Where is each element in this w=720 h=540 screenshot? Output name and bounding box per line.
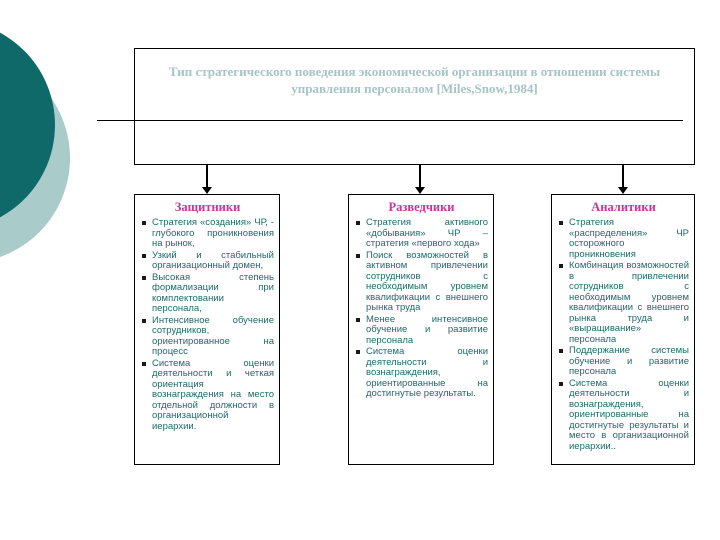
bullet-text: Система оценки деятельности и четкая ори… xyxy=(152,357,274,432)
list-item: Стратегия «распределения» ЧР осторожного… xyxy=(558,217,689,260)
down-arrow-icon xyxy=(415,165,425,194)
down-arrow-icon xyxy=(202,165,212,194)
down-arrow-icon xyxy=(618,165,628,194)
bullet-text: Система оценки деятельности и вознагражд… xyxy=(366,346,488,399)
list-item: Комбинация возможностей в привлечении со… xyxy=(558,260,689,345)
bullet-text: Поддержание системы обучение и развитие … xyxy=(569,345,689,377)
list-item: Система оценки деятельности и вознагражд… xyxy=(355,346,488,400)
bullet-list: Стратегия «создания» ЧР, - глубокого про… xyxy=(141,217,274,433)
bullet-list: Стратегия активного «добывания» ЧР – стр… xyxy=(355,217,488,400)
bullet-text: Стратегия «распределения» ЧР осторожного… xyxy=(569,217,689,260)
list-item: Система оценки деятельности и вознагражд… xyxy=(558,377,689,453)
list-item: Поиск возможностей в активном привлечени… xyxy=(355,249,488,314)
bullet-text: Интенсивное обучение сотрудников, ориент… xyxy=(152,314,274,357)
bullet-square-icon xyxy=(559,264,563,268)
bullet-square-icon xyxy=(356,350,360,354)
list-item: Высокая степень формализации при комплек… xyxy=(141,271,274,315)
arrow-shaft xyxy=(622,165,624,188)
bullet-text: Узкий и стабильный организационный домен… xyxy=(152,249,274,271)
arrow-head xyxy=(202,187,212,194)
list-item: Стратегия «создания» ЧР, - глубокого про… xyxy=(141,217,274,250)
arrow-head xyxy=(415,187,425,194)
bullet-text: Поиск возможностей в активном привлечени… xyxy=(366,249,488,313)
arrow-head xyxy=(618,187,628,194)
bullet-list: Стратегия «распределения» ЧР осторожного… xyxy=(558,217,689,453)
bullet-square-icon xyxy=(559,349,563,353)
prospectors-box: Разведчики Стратегия активного «добывани… xyxy=(348,194,494,465)
list-item: Система оценки деятельности и четкая ори… xyxy=(141,357,274,433)
column-header: Защитники xyxy=(174,200,241,214)
divider-line xyxy=(97,120,683,121)
bullet-square-icon xyxy=(559,221,563,225)
bullet-square-icon xyxy=(142,253,146,258)
arrow-shaft xyxy=(206,165,208,188)
bullet-square-icon xyxy=(356,221,360,225)
title-box: Тип стратегического поведения экономичес… xyxy=(134,48,695,165)
column-header: Аналитики xyxy=(591,200,656,214)
defenders-box: Защитники Стратегия «создания» ЧР, - глу… xyxy=(134,194,280,465)
list-item: Менее интенсивное обучение и развитие пе… xyxy=(355,313,488,347)
bullet-text: Стратегия активного «добывания» ЧР – стр… xyxy=(366,217,488,249)
bullet-text: Менее интенсивное обучение и развитие пе… xyxy=(366,313,488,346)
bullet-text: Система оценки деятельности и вознагражд… xyxy=(569,377,689,452)
bullet-square-icon xyxy=(142,318,146,323)
arrow-shaft xyxy=(419,165,421,188)
bullet-square-icon xyxy=(142,361,146,366)
bullet-text: Высокая степень формализации при комплек… xyxy=(152,271,274,314)
bullet-text: Стратегия «создания» ЧР, - глубокого про… xyxy=(152,217,274,249)
analyzers-box: Аналитики Стратегия «распределения» ЧР о… xyxy=(551,194,695,465)
list-item: Поддержание системы обучение и развитие … xyxy=(558,345,689,378)
list-item: Интенсивное обучение сотрудников, ориент… xyxy=(141,314,274,358)
bullet-square-icon xyxy=(356,317,360,322)
bullet-square-icon xyxy=(142,221,146,225)
list-item: Узкий и стабильный организационный домен… xyxy=(141,249,274,272)
column-header: Разведчики xyxy=(388,200,455,214)
bullet-text: Комбинация возможностей в привлечении со… xyxy=(569,260,689,345)
bullet-square-icon xyxy=(142,275,146,280)
bullet-square-icon xyxy=(559,381,563,386)
list-item: Стратегия активного «добывания» ЧР – стр… xyxy=(355,217,488,250)
bullet-square-icon xyxy=(356,253,360,258)
slide-title: Тип стратегического поведения экономичес… xyxy=(168,64,661,96)
